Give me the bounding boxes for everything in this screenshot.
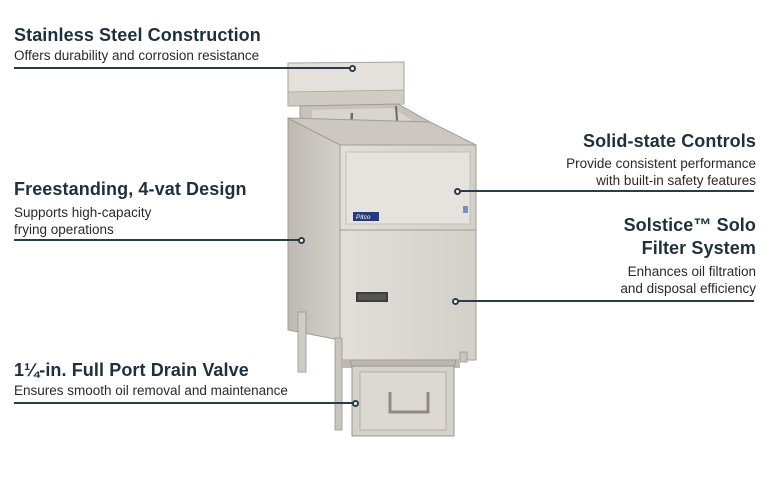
feature-description-line: Enhances oil filtration bbox=[627, 264, 756, 279]
leader-line-drain bbox=[14, 402, 356, 404]
feature-title: Solid-state Controls bbox=[582, 131, 756, 151]
feature-description-line: Supports high-capacity bbox=[14, 205, 152, 220]
feature-drain-valve: 1¼-in. Full Port Drain Valve Ensures smo… bbox=[14, 359, 288, 399]
cabinet-door bbox=[339, 229, 477, 361]
leader-line-freestanding bbox=[14, 239, 302, 241]
feature-title-line: Filter System bbox=[641, 238, 756, 258]
callout-dot-stainless bbox=[349, 64, 356, 72]
backsplash bbox=[287, 61, 405, 107]
feature-description-line: with built-in safety features bbox=[596, 173, 756, 188]
feature-description-line: frying operations bbox=[14, 222, 114, 237]
feature-solid-state-controls: Solid-state Controls Provide consistent … bbox=[566, 130, 756, 189]
feature-description-line: Provide consistent performance bbox=[566, 156, 756, 171]
callout-dot-freestanding bbox=[298, 236, 305, 244]
leader-line-controls bbox=[458, 190, 754, 192]
callout-dot-filter bbox=[452, 297, 459, 305]
callout-dot-drain bbox=[352, 399, 359, 407]
feature-title-line: Solstice™ Solo bbox=[623, 215, 756, 235]
filter-drawer bbox=[349, 359, 457, 437]
control-panel: Pitco bbox=[339, 144, 477, 231]
feature-description-line: and disposal efficiency bbox=[620, 281, 756, 296]
feature-stainless-steel: Stainless Steel Construction Offers dura… bbox=[14, 24, 261, 64]
leader-line-stainless bbox=[14, 67, 354, 69]
feature-title: 1¼-in. Full Port Drain Valve bbox=[14, 360, 249, 380]
feature-description: Offers durability and corrosion resistan… bbox=[14, 48, 260, 63]
cabinet-side bbox=[287, 117, 341, 341]
feature-filter-system: Solstice™ Solo Filter System Enhances oi… bbox=[620, 214, 756, 297]
feature-title: Stainless Steel Construction bbox=[14, 25, 261, 45]
callout-dot-controls bbox=[454, 187, 461, 195]
pitco-logo: Pitco bbox=[356, 214, 371, 221]
feature-description: Ensures smooth oil removal and maintenan… bbox=[14, 383, 288, 398]
leader-line-filter bbox=[456, 300, 754, 302]
feature-freestanding: Freestanding, 4-vat Design Supports high… bbox=[14, 178, 247, 238]
feature-title: Freestanding, 4-vat Design bbox=[14, 179, 247, 199]
